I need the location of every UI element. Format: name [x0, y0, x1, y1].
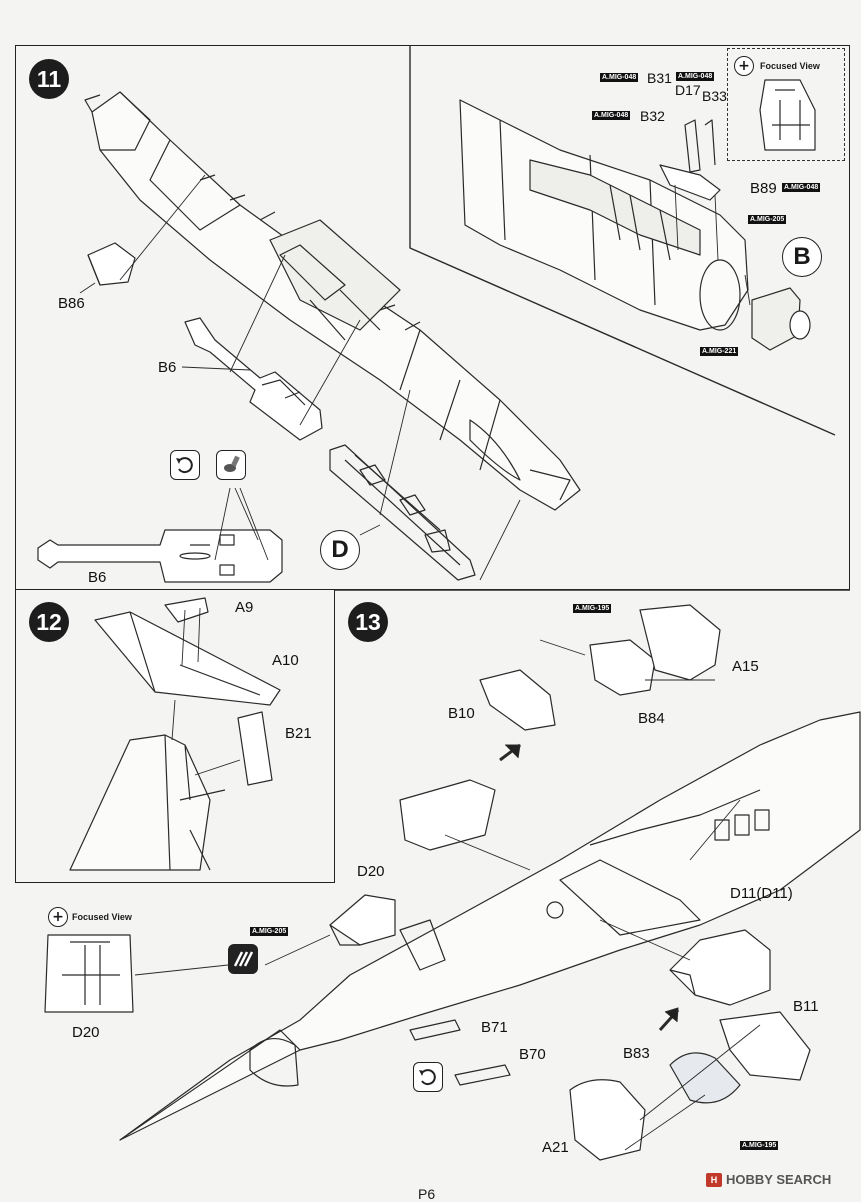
zoom-in-icon-step13: +: [48, 907, 68, 927]
part-label-a9: A9: [235, 599, 254, 616]
part-label-d20-detail: D20: [72, 1024, 100, 1041]
watermark: H HOBBY SEARCH: [706, 1172, 831, 1187]
part-label-b86: B86: [58, 295, 85, 312]
part-label-d17: D17: [675, 82, 701, 98]
fuselage-step11: [84, 91, 581, 511]
focused-view-box-step11: [727, 48, 845, 161]
paint-mig048-c: A.MIG-048: [592, 111, 631, 120]
part-label-b70: B70: [519, 1046, 546, 1063]
part-label-b89: B89: [750, 180, 777, 197]
glue-icon: [216, 450, 246, 480]
part-label-b11: B11: [793, 998, 819, 1015]
step12-frame: [15, 589, 335, 883]
part-label-a15: A15: [732, 658, 759, 675]
step-12-badge: 12: [29, 602, 69, 642]
paint-mig205: A.MIG-205: [748, 215, 787, 224]
callout-b: B: [782, 237, 822, 277]
callout-d: D: [320, 530, 360, 570]
hobby-search-logo-icon: H: [706, 1172, 722, 1187]
watermark-text: HOBBY SEARCH: [726, 1172, 832, 1187]
part-label-b31: B31: [647, 70, 672, 86]
part-label-a10: A10: [272, 652, 299, 669]
zoom-in-icon: +: [734, 56, 754, 76]
paint-mig195-a: A.MIG-195: [573, 604, 612, 613]
step-11-badge: 11: [29, 59, 69, 99]
part-label-a21: A21: [542, 1139, 569, 1156]
part-label-b10: B10: [448, 705, 475, 722]
paint-mig205-step13: A.MIG-205: [250, 927, 289, 936]
paint-mig048-d: A.MIG-048: [782, 183, 821, 192]
part-label-b21: B21: [285, 725, 312, 742]
part-label-d20: D20: [357, 863, 385, 880]
part-label-b84: B84: [638, 710, 665, 727]
rotate-icon: [170, 450, 200, 480]
paint-mig195-b: A.MIG-195: [740, 1141, 779, 1150]
focused-view-label-step11: Focused View: [760, 61, 820, 71]
decal-icon: [228, 944, 258, 974]
step-13-badge: 13: [348, 602, 388, 642]
rotate-icon-step13: [413, 1062, 443, 1092]
part-label-b6: B6: [158, 359, 177, 376]
paint-mig048-a: A.MIG-048: [600, 73, 639, 82]
page-number: P6: [418, 1186, 436, 1202]
part-label-b33: B33: [702, 88, 727, 104]
paint-mig048-b: A.MIG-048: [676, 72, 715, 81]
part-label-b71: B71: [481, 1019, 508, 1036]
part-label-b83: B83: [623, 1045, 650, 1062]
part-label-b32: B32: [640, 108, 665, 124]
focused-view-label-step13: Focused View: [72, 912, 132, 922]
part-label-d11: D11(D11): [730, 885, 793, 902]
part-label-b6-detail: B6: [88, 569, 107, 586]
paint-mig221: A.MIG-221: [700, 347, 739, 356]
